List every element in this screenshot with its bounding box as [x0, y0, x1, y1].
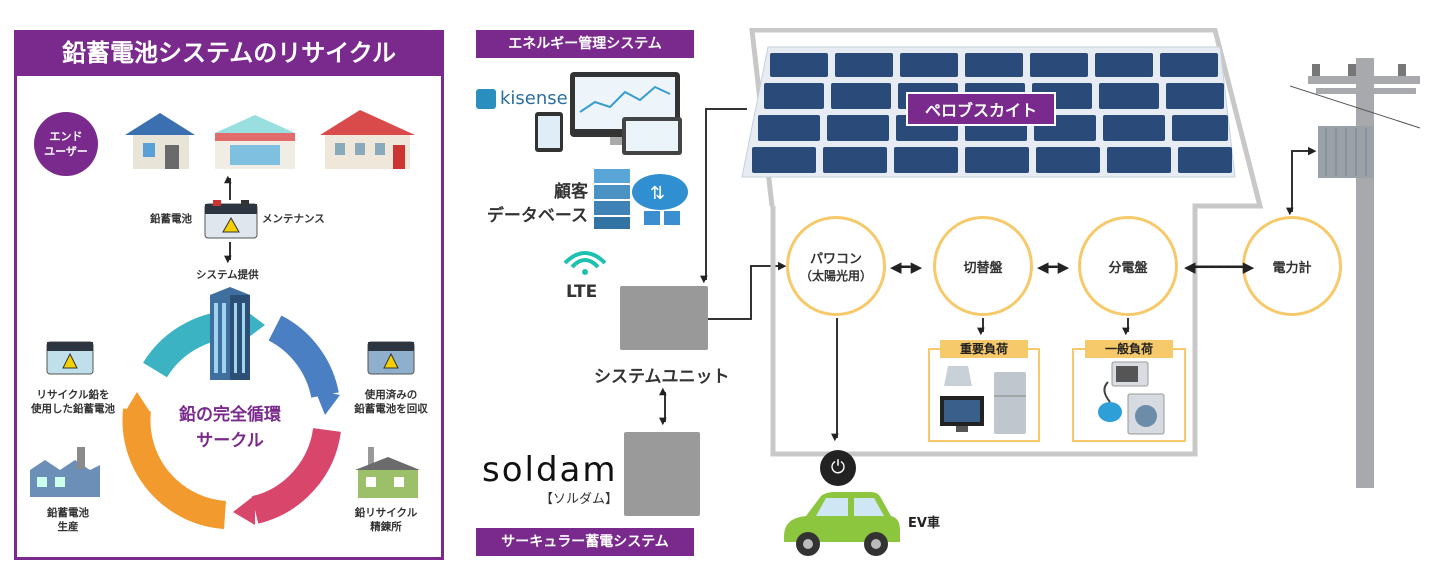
system-unit-box	[620, 286, 708, 350]
unit-battery-arrow-up: ▲	[659, 386, 667, 397]
battery-production-label: 鉛蓄電池 生産	[36, 506, 100, 534]
down-arrow-line	[229, 242, 231, 260]
pcs-label-1: パワコン	[809, 252, 862, 267]
distribution-load-arrow	[1127, 318, 1129, 332]
lte-label: LTE	[566, 282, 598, 302]
meter-pole-h	[1291, 150, 1313, 152]
recycled-battery-icon	[46, 341, 94, 375]
wifi-icon	[563, 251, 607, 275]
ems-connector-arrow: ▼	[700, 274, 708, 285]
battery-icon	[204, 200, 258, 239]
system-provide-label: システム提供	[196, 269, 259, 281]
meter-node: 電力計	[1242, 216, 1342, 316]
meter-pole-arrowhead-down: ▼	[1286, 206, 1294, 217]
circular-tag: サーキュラー蓄電システム	[476, 528, 694, 556]
kisense-icon	[476, 88, 496, 109]
battery-label: 鉛蓄電池	[150, 213, 192, 225]
db-label-2: データベース	[486, 206, 588, 226]
soldam-kana: 【ソルダム】	[540, 492, 619, 507]
collect-label-1: 使用済みの	[364, 389, 418, 401]
important-load-appliances	[940, 366, 1026, 434]
buildings-illustration	[125, 110, 415, 169]
used-battery-icon	[367, 341, 415, 375]
unit-battery-arrow-down: ▼	[659, 416, 667, 427]
up-arrow-line	[229, 178, 231, 200]
soldam-logo: soldam	[482, 450, 618, 490]
ev-label: EV車	[908, 516, 940, 531]
cycle-label-2: サークル	[196, 431, 264, 451]
end-user-label-1: エンド	[49, 130, 83, 143]
battery-factory-icon	[30, 447, 100, 497]
perovskite-label: ペロブスカイト	[906, 92, 1056, 126]
pcs-label-2: （太陽光用）	[799, 269, 872, 283]
switch-load-arrowhead: ▼	[977, 326, 985, 337]
smelter-label-1: 鉛リサイクル	[354, 507, 418, 519]
meter-pole-v	[1291, 150, 1293, 212]
pcs-node: パワコン （太陽光用）	[786, 216, 886, 316]
kisense-logo: kisense	[476, 88, 568, 109]
unit-pcs-h2	[750, 265, 782, 267]
recycled-battery-label: リサイクル鉛を 使用した鉛蓄電池	[28, 388, 118, 416]
important-load-label: 重要負荷	[940, 340, 1028, 358]
unit-pcs-arrow: ▶	[778, 259, 787, 272]
general-load-label: 一般負荷	[1085, 340, 1173, 358]
switch-node: 切替盤	[933, 216, 1033, 316]
cloud-database-icon: ⇅	[594, 169, 688, 229]
production-label-2: 生産	[57, 521, 79, 533]
cycle-center-label: 鉛の完全循環 サークル	[160, 402, 300, 454]
recycled-label-2: 使用した鉛蓄電池	[31, 403, 115, 415]
ems-connector-v	[705, 108, 707, 280]
db-label-1: 顧客	[554, 182, 588, 202]
unit-pcs-h1	[708, 318, 752, 320]
maintenance-label: メンテナンス	[262, 213, 325, 225]
meter-label: 電力計	[1272, 260, 1312, 276]
ems-tag: エネルギー管理システム	[476, 30, 694, 58]
down-arrow-icon: ▼	[224, 254, 232, 265]
distribution-node: 分電盤	[1078, 216, 1178, 316]
factory-building-icon	[320, 110, 415, 169]
production-label-1: 鉛蓄電池	[47, 507, 89, 519]
plug-icon: ⏻	[820, 450, 856, 486]
pcs-ev-line	[836, 318, 838, 438]
svg-text:⇅: ⇅	[650, 183, 665, 204]
meter-pole-arrowhead: ▶	[1308, 144, 1317, 157]
used-battery-label: 使用済みの 鉛蓄電池を回収	[344, 388, 438, 416]
distribution-load-arrowhead: ▼	[1122, 326, 1130, 337]
unit-battery-arrow	[664, 392, 666, 422]
distribution-meter-arrow: ◀━━━━━━▶	[1184, 258, 1254, 276]
distribution-label: 分電盤	[1108, 260, 1148, 276]
general-load-appliances	[1098, 361, 1165, 435]
switch-label: 切替盤	[963, 260, 1003, 276]
smelter-label-2: 精錬所	[370, 521, 402, 533]
switch-distribution-arrow: ◀━▶	[1037, 258, 1070, 276]
soldam-battery-box	[624, 432, 700, 516]
utility-pole	[1290, 58, 1421, 488]
smelter-label: 鉛リサイクル 精錬所	[346, 506, 426, 534]
tower-building-icon	[210, 287, 250, 380]
cycle-label-1: 鉛の完全循環	[179, 405, 281, 425]
recycled-label-1: リサイクル鉛を	[36, 389, 110, 401]
pcs-ev-arrowhead: ▼	[831, 432, 839, 443]
system-unit-label: システムユニット	[594, 367, 730, 387]
ev-car-icon	[784, 492, 900, 556]
kisense-text: kisense	[500, 88, 568, 109]
customer-db-label: 顧客 データベース	[478, 180, 588, 228]
pcs-switch-arrow: ◀━▶	[890, 258, 923, 276]
shop-icon	[215, 115, 295, 169]
ems-connector-h	[705, 108, 747, 110]
up-arrow-icon: ▲	[224, 174, 232, 185]
collect-label-2: 鉛蓄電池を回収	[354, 403, 428, 415]
recycle-panel-title: 鉛蓄電池システムのリサイクル	[14, 30, 444, 76]
unit-pcs-v	[750, 265, 752, 320]
house-icon	[125, 113, 195, 169]
end-user-badge: エンド ユーザー	[34, 112, 98, 176]
switch-load-arrow	[982, 318, 984, 332]
end-user-label-2: ユーザー	[44, 145, 88, 158]
ems-devices-illustration	[535, 72, 682, 155]
smelter-icon	[355, 447, 420, 498]
